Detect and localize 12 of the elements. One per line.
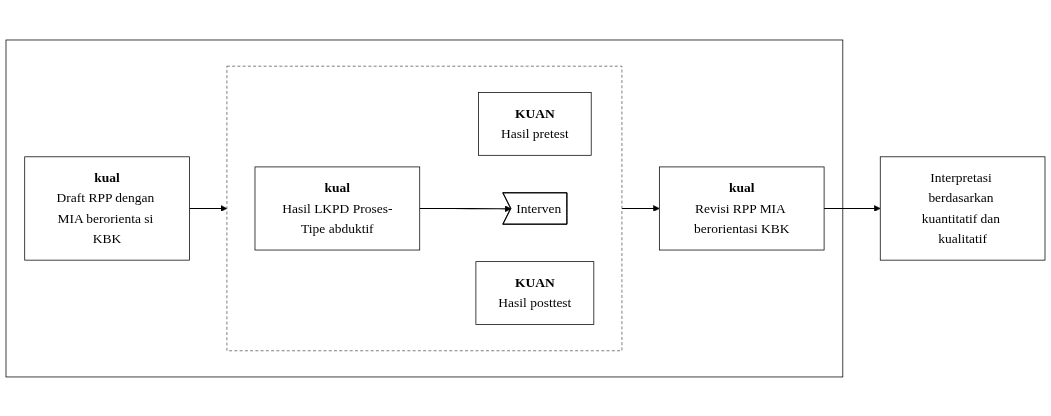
node-box: KUAN Hasil posttest (475, 260, 595, 325)
cluster (5, 39, 844, 377)
node-box: Interpretasi berdasarkan kuantitatif dan kualitatif (879, 155, 1046, 261)
node-box: KUAN Hasil pretest (478, 91, 592, 156)
node-box: kual Hasil LKPD Proses-Tipe abduktif (254, 166, 421, 250)
cluster (226, 65, 623, 351)
node-box: kual Revisi RPP MIA berorientasi KBK (658, 166, 825, 250)
arrow (188, 204, 228, 212)
arrow (419, 205, 512, 212)
arrow (823, 204, 881, 212)
arrow (621, 204, 660, 212)
node-box: kual Draft RPP dengan MIA berorienta si KBK (24, 155, 190, 261)
